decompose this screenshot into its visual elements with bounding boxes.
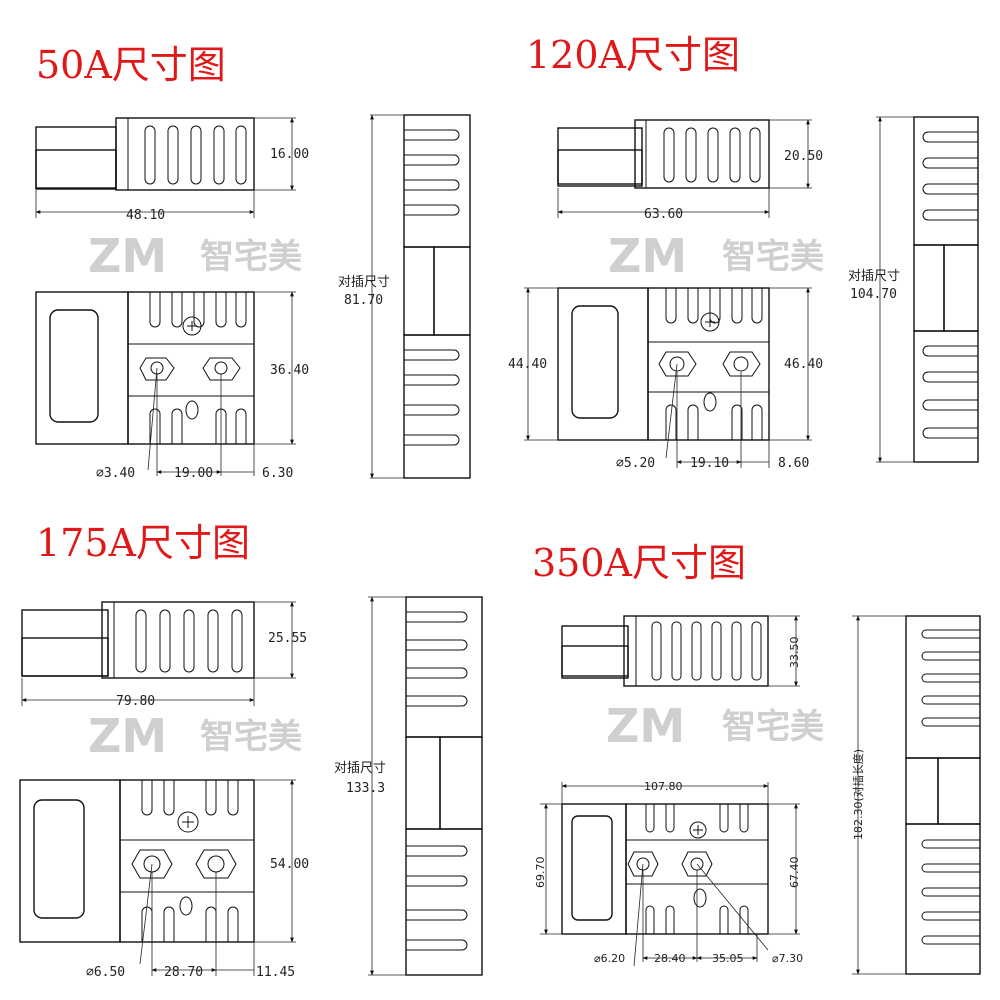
- watermark-top-right: ZM 智宅美: [608, 229, 824, 283]
- side-height-label: 16.00: [270, 147, 309, 162]
- side-length-label: 63.60: [644, 207, 683, 222]
- mated-view: 对插尺寸 133.3: [334, 596, 483, 976]
- front-view: 107.80: [534, 780, 803, 967]
- front-height-label: 36.40: [270, 363, 309, 378]
- svg-text:智宅美: 智宅美: [722, 707, 824, 747]
- front-height-label: 67.40: [788, 857, 801, 889]
- mated-view: 182.30(对插长度): [851, 615, 981, 975]
- side-height-label: 25.55: [268, 631, 307, 646]
- mating-label: 对插尺寸: [338, 275, 390, 290]
- panel-title: 350A尺寸图: [532, 541, 746, 585]
- front-height-label: 54.00: [270, 857, 309, 872]
- hole-dia-label: ⌀6.20: [594, 952, 625, 965]
- mated-view: 对插尺寸 81.70: [338, 114, 471, 479]
- side-length-label: 48.10: [126, 208, 165, 223]
- svg-text:智宅美: 智宅美: [722, 237, 824, 277]
- hole-dia-right-label: ⌀7.30: [772, 952, 803, 965]
- front-height-left-label: 69.70: [534, 857, 547, 889]
- panel-50a: 50A尺寸图 16.00 48.10: [35, 43, 471, 481]
- hole-pitch-label: 19.10: [690, 456, 729, 471]
- hole-pitch-label: 28.40: [654, 952, 686, 965]
- edge-offset-label: 6.30: [262, 466, 293, 481]
- front-view: 36.40 ⌀3.40 19.00 6.30: [35, 291, 309, 481]
- edge-offset-label: 8.60: [778, 456, 809, 471]
- front-view: 44.40 46.40 ⌀5.20 19.10 8.60: [508, 287, 823, 471]
- edge-offset-label: 35.05: [712, 952, 744, 965]
- front-height-left-label: 44.40: [508, 357, 547, 372]
- side-height-label: 20.50: [784, 149, 823, 164]
- mated-view: 对插尺寸 104.70: [848, 116, 979, 463]
- side-view: 33.50: [561, 615, 801, 687]
- mating-label: 对插尺寸: [848, 269, 900, 284]
- panel-title: 120A尺寸图: [526, 33, 740, 77]
- side-view: 16.00 48.10: [35, 117, 309, 223]
- mating-value: 81.70: [344, 293, 383, 308]
- panel-175a: 175A尺寸图 25.55 79.80: [19, 521, 483, 980]
- svg-text:ZM: ZM: [608, 229, 687, 283]
- svg-text:ZM: ZM: [606, 699, 685, 753]
- svg-text:智宅美: 智宅美: [200, 237, 302, 277]
- hole-dia-label: ⌀6.50: [86, 965, 125, 980]
- panel-120a: 120A尺寸图 20.50 63.60: [508, 33, 979, 471]
- edge-offset-label: 11.45: [256, 965, 295, 980]
- svg-text:ZM: ZM: [88, 229, 167, 283]
- front-width-label: 107.80: [644, 780, 683, 793]
- hole-dia-label: ⌀5.20: [616, 456, 655, 471]
- hole-dia-label: ⌀3.40: [96, 466, 135, 481]
- panel-350a: 350A尺寸图 33.50 107.80: [532, 541, 981, 975]
- svg-text:智宅美: 智宅美: [200, 717, 302, 757]
- mating-value: 182.30(对插长度): [851, 749, 865, 840]
- side-height-label: 33.50: [788, 637, 801, 669]
- svg-text:ZM: ZM: [88, 709, 167, 763]
- side-view: 25.55 79.80: [21, 601, 307, 709]
- mating-label: 对插尺寸: [334, 761, 386, 776]
- watermark-top-left: ZM 智宅美: [88, 229, 302, 283]
- front-height-label: 46.40: [784, 357, 823, 372]
- side-view: 20.50 63.60: [557, 119, 823, 222]
- hole-pitch-label: 19.00: [174, 466, 213, 481]
- side-length-label: 79.80: [116, 694, 155, 709]
- front-view: 54.00 ⌀6.50 28.70 11.45: [19, 779, 309, 980]
- watermark-bottom-right: ZM 智宅美: [606, 699, 824, 753]
- mating-value: 133.3: [346, 781, 385, 796]
- panel-title: 175A尺寸图: [36, 521, 250, 565]
- watermark-bottom-left: ZM 智宅美: [88, 709, 302, 763]
- panel-title: 50A尺寸图: [36, 43, 226, 87]
- hole-pitch-label: 28.70: [164, 965, 203, 980]
- mating-value: 104.70: [850, 287, 897, 302]
